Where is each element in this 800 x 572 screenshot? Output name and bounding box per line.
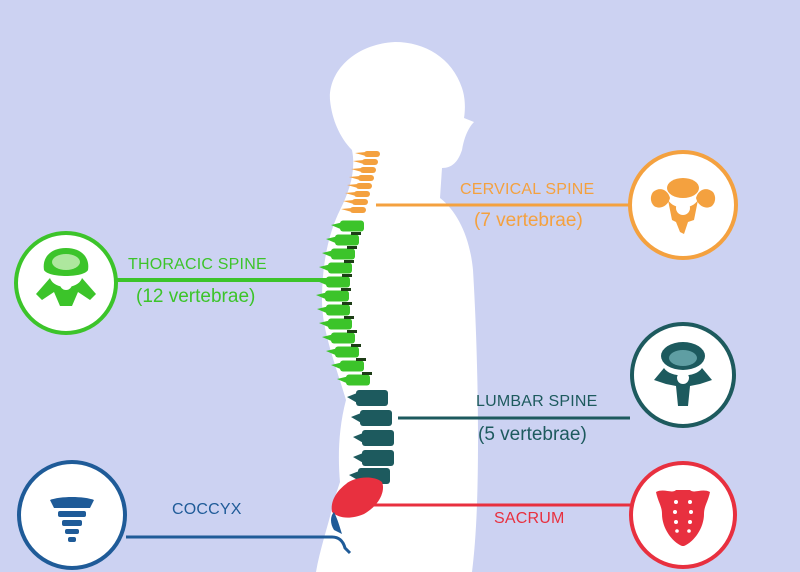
thoracic-vertebra <box>326 346 359 358</box>
cervical-vertebrae <box>341 151 380 213</box>
thoracic-vertebra <box>331 360 364 372</box>
thoracic-body-highlight <box>52 254 80 270</box>
coccyx-icon <box>50 497 94 542</box>
thoracic-disc <box>344 260 354 263</box>
thoracic-disc <box>341 288 351 291</box>
lumbar-vertebra <box>347 390 388 406</box>
lumbar-vertebra <box>351 410 392 426</box>
cervical-vertebra <box>355 151 380 157</box>
cervical-vertebra <box>353 159 378 165</box>
thoracic-vertebra <box>316 290 349 302</box>
cervical-vertebra <box>347 183 372 189</box>
thoracic-vertebra <box>317 304 350 316</box>
cervical-vertebra-icon <box>650 178 716 234</box>
coccyx-label: COCCYX <box>172 501 242 518</box>
sacrum-icon <box>656 490 710 546</box>
cervical-canal <box>676 201 690 215</box>
thoracic-disc <box>347 330 357 333</box>
thoracic-spine-label: THORACIC SPINE <box>128 256 267 273</box>
sacrum-bone <box>331 477 384 518</box>
cervical-vertebra <box>351 167 376 173</box>
cervical-vertebra <box>343 199 368 205</box>
cervical-spine-count: (7 vertebrae) <box>474 210 583 231</box>
body-silhouette <box>316 42 478 572</box>
lumbar-vertebra-icon <box>654 342 712 406</box>
lumbar-spine-label: LUMBAR SPINE <box>476 393 598 410</box>
thoracic-vertebra <box>322 248 355 260</box>
cervical-spine-label: CERVICAL SPINE <box>460 181 595 198</box>
sacrum-label: SACRUM <box>494 510 565 527</box>
thoracic-disc <box>356 358 366 361</box>
thoracic-vertebra <box>317 276 350 288</box>
thoracic-vertebra <box>319 318 352 330</box>
thoracic-disc <box>342 274 352 277</box>
thoracic-disc <box>351 344 361 347</box>
thoracic-disc <box>362 372 372 375</box>
cervical-vertebra <box>345 191 370 197</box>
coccyx-bone <box>331 512 342 534</box>
lumbar-vertebra <box>353 450 394 466</box>
thoracic-spine-count: (12 vertebrae) <box>136 286 256 307</box>
thoracic-canal <box>60 278 72 290</box>
thoracic-disc <box>344 316 354 319</box>
thoracic-vertebrae <box>316 220 372 386</box>
thoracic-disc <box>351 232 361 235</box>
thoracic-vertebra <box>337 374 370 386</box>
cervical-vertebra <box>341 207 366 213</box>
lumbar-spine-count: (5 vertebrae) <box>478 424 587 445</box>
thoracic-vertebra <box>326 234 359 246</box>
thoracic-vertebra <box>322 332 355 344</box>
spine <box>316 151 394 534</box>
coccyx-leader-line <box>126 535 352 555</box>
thoracic-vertebra <box>319 262 352 274</box>
cervical-vertebra <box>349 175 374 181</box>
thoracic-vertebra <box>331 220 364 232</box>
thoracic-disc <box>347 246 357 249</box>
lumbar-vertebra <box>353 430 394 446</box>
thoracic-disc <box>342 302 352 305</box>
